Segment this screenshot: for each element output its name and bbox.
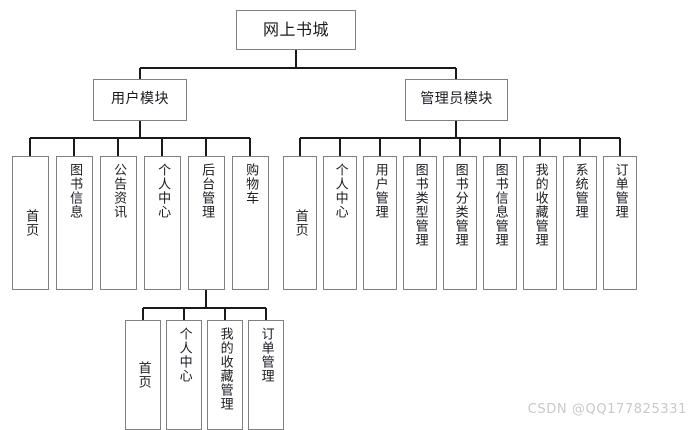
node-admin-child-personal-center-label: 个人中心 <box>332 163 348 219</box>
node-backend-child-order-mgmt-label: 订单管理 <box>258 327 274 383</box>
node-admin-child-book-type-mgmt[interactable]: 图书类型管理 <box>403 156 437 290</box>
node-root-label: 网上书城 <box>262 20 329 40</box>
node-user-child-backend-label: 后台管理 <box>199 163 215 219</box>
node-backend-child-personal-center-label: 个人中心 <box>176 327 192 383</box>
node-user-child-personal-center[interactable]: 个人中心 <box>144 156 181 290</box>
node-user-child-book-info[interactable]: 图书信息 <box>56 156 93 290</box>
node-backend-child-home-label: 首页 <box>135 361 151 389</box>
node-user-child-backend[interactable]: 后台管理 <box>188 156 225 290</box>
node-backend-child-favorites-mgmt-label: 我的收藏管理 <box>217 327 233 411</box>
node-admin-child-favorites-mgmt-label: 我的收藏管理 <box>532 163 548 247</box>
node-user-child-book-info-label: 图书信息 <box>67 163 83 219</box>
node-admin-child-order-mgmt[interactable]: 订单管理 <box>603 156 637 290</box>
node-user-child-cart-label: 购物车 <box>243 163 259 205</box>
node-admin-child-book-info-mgmt[interactable]: 图书信息管理 <box>483 156 517 290</box>
node-backend-child-favorites-mgmt[interactable]: 我的收藏管理 <box>207 320 243 430</box>
node-user-child-cart[interactable]: 购物车 <box>232 156 269 290</box>
node-user-child-home-label: 首页 <box>23 209 39 237</box>
node-admin-child-home[interactable]: 首页 <box>283 156 317 290</box>
node-user-child-notice-label: 公告资讯 <box>111 163 127 219</box>
node-user-child-home[interactable]: 首页 <box>12 156 49 290</box>
node-admin-child-book-category-mgmt-label: 图书分类管理 <box>452 163 468 247</box>
node-admin-child-favorites-mgmt[interactable]: 我的收藏管理 <box>523 156 557 290</box>
node-user-module[interactable]: 用户模块 <box>93 79 187 121</box>
node-admin-child-user-mgmt-label: 用户管理 <box>372 163 388 219</box>
node-user-child-notice[interactable]: 公告资讯 <box>100 156 137 290</box>
node-admin-child-book-type-mgmt-label: 图书类型管理 <box>412 163 428 247</box>
node-user-module-label: 用户模块 <box>111 91 169 108</box>
node-backend-child-home[interactable]: 首页 <box>125 320 161 430</box>
node-root[interactable]: 网上书城 <box>236 10 356 50</box>
node-admin-child-home-label: 首页 <box>292 209 308 237</box>
node-user-child-personal-center-label: 个人中心 <box>155 163 171 219</box>
node-admin-child-user-mgmt[interactable]: 用户管理 <box>363 156 397 290</box>
node-admin-child-book-category-mgmt[interactable]: 图书分类管理 <box>443 156 477 290</box>
node-backend-child-personal-center[interactable]: 个人中心 <box>166 320 202 430</box>
node-admin-child-book-info-mgmt-label: 图书信息管理 <box>492 163 508 247</box>
node-admin-module[interactable]: 管理员模块 <box>405 79 508 121</box>
node-admin-child-system-mgmt[interactable]: 系统管理 <box>563 156 597 290</box>
node-admin-child-system-mgmt-label: 系统管理 <box>572 163 588 219</box>
node-admin-module-label: 管理员模块 <box>420 91 493 108</box>
watermark-text: CSDN @QQ177825331 <box>527 402 687 417</box>
node-admin-child-personal-center[interactable]: 个人中心 <box>323 156 357 290</box>
node-admin-child-order-mgmt-label: 订单管理 <box>612 163 628 219</box>
node-backend-child-order-mgmt[interactable]: 订单管理 <box>248 320 284 430</box>
